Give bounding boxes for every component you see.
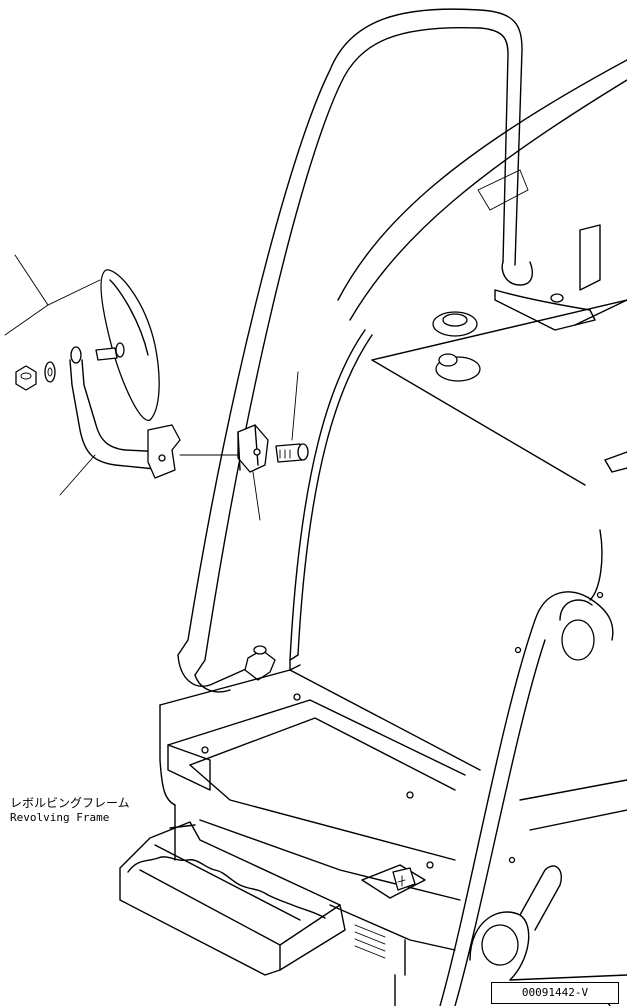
handrail-icon: [177, 8, 533, 693]
revolving-frame: [159, 659, 481, 1006]
mirror-stay-icon: [69, 346, 241, 479]
bracket-icon: [237, 424, 269, 473]
revolving-frame-label-jp: レボルビングフレーム: [10, 796, 130, 810]
mirror-icon: [95, 269, 160, 421]
drawing-code: 00091442-V: [491, 982, 619, 1004]
revolving-frame-label-en: Revolving Frame: [10, 811, 110, 824]
washer-icon: [44, 361, 56, 383]
hood-body: [337, 59, 627, 601]
leader-lines: [4, 254, 299, 521]
boom-bracket: [439, 591, 627, 1006]
bolt-icon: [275, 443, 309, 463]
nut-icon: [15, 365, 37, 391]
step-icon: [119, 821, 346, 976]
